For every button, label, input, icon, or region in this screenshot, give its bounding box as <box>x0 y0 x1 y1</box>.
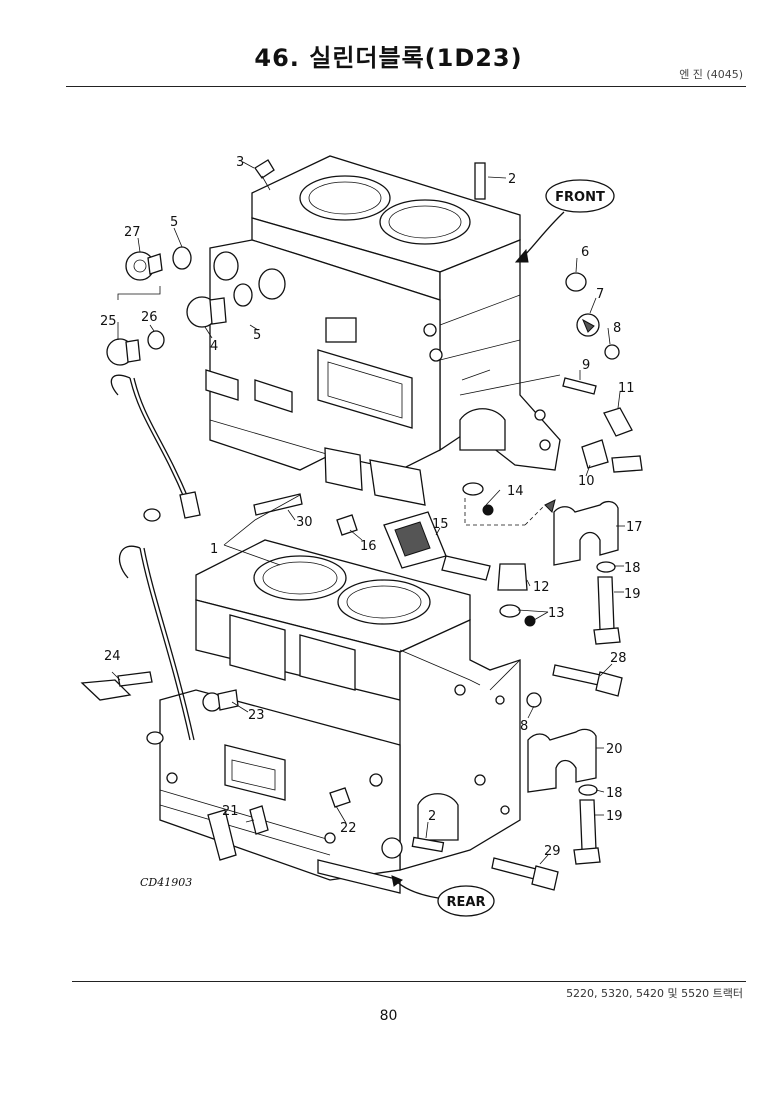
callout-23: 23 <box>248 708 265 723</box>
callout-5-top: 5 <box>170 215 178 230</box>
callout-12: 12 <box>533 580 550 595</box>
callout-3: 3 <box>236 155 244 170</box>
callout-29: 29 <box>544 844 561 859</box>
figure-code: CD41903 <box>140 876 192 889</box>
callout-8-top: 8 <box>613 321 621 336</box>
callout-19-top: 19 <box>624 587 641 602</box>
callout-10: 10 <box>578 474 595 489</box>
parts-left <box>80 159 486 861</box>
upper-cylinder-block <box>205 155 561 506</box>
page-number: 80 <box>379 1008 398 1024</box>
footer-model-list: 5220, 5320, 5420 및 5520 트랙터 <box>566 987 743 1000</box>
callout-1: 1 <box>210 542 218 557</box>
callout-2-top: 2 <box>508 172 516 187</box>
dipstick-lower <box>118 545 195 745</box>
front-callout: FRONT <box>514 179 615 263</box>
callout-27: 27 <box>124 225 141 240</box>
callout-4: 4 <box>210 339 218 354</box>
callout-14: 14 <box>507 484 524 499</box>
callout-7: 7 <box>596 287 604 302</box>
callout-19-bottom: 19 <box>606 809 623 824</box>
callout-26: 26 <box>141 310 158 325</box>
parts-right <box>383 272 643 891</box>
callout-17: 17 <box>626 520 643 535</box>
callout-20: 20 <box>606 742 623 757</box>
callout-22: 22 <box>340 821 357 836</box>
callout-28: 28 <box>610 651 627 666</box>
callout-6: 6 <box>581 245 589 260</box>
front-label: FRONT <box>555 190 605 205</box>
lower-cylinder-block <box>159 539 521 894</box>
dipstick-upper <box>110 374 201 522</box>
callout-labels: 3 2 27 5 25 26 4 5 6 7 8 9 11 10 14 15 1… <box>100 155 643 859</box>
callout-11: 11 <box>618 381 635 396</box>
callout-21: 21 <box>222 804 239 819</box>
header-rule <box>66 86 746 87</box>
footer-rule <box>72 981 746 982</box>
leader-lines <box>111 161 625 865</box>
callout-5-mid: 5 <box>253 328 261 343</box>
callout-18-bottom: 18 <box>606 786 623 801</box>
callout-9: 9 <box>582 358 590 373</box>
callout-15: 15 <box>432 517 449 532</box>
callout-18-top: 18 <box>624 561 641 576</box>
rear-label: REAR <box>447 895 486 910</box>
callout-30: 30 <box>296 515 313 530</box>
callout-13: 13 <box>548 606 565 621</box>
callout-16: 16 <box>360 539 377 554</box>
rear-callout: REAR <box>391 875 495 917</box>
callout-24: 24 <box>104 649 121 664</box>
callout-2-bottom: 2 <box>428 809 436 824</box>
callout-25: 25 <box>100 314 117 329</box>
engine-tag: 엔 진 (4045) <box>679 68 743 81</box>
page-title: 46. 실린더블록(1D23) <box>254 44 523 72</box>
callout-8-bottom: 8 <box>520 719 528 734</box>
